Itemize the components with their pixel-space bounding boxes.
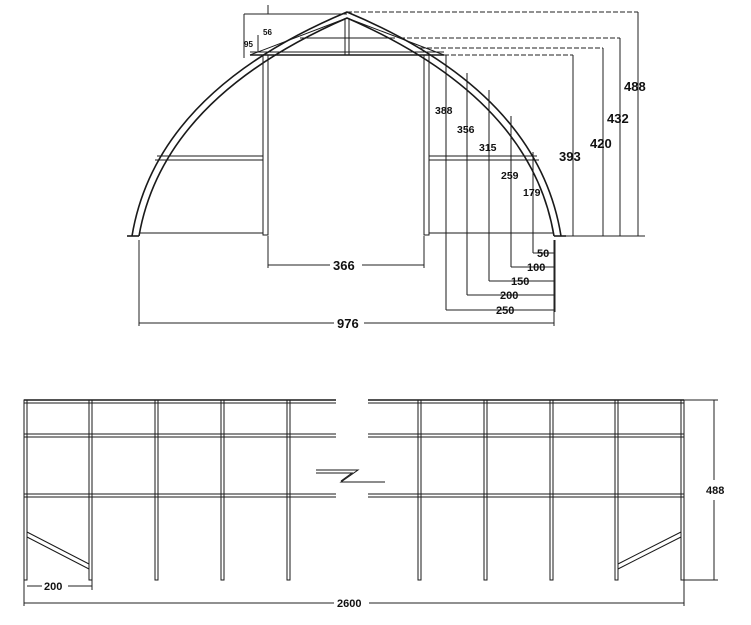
dim-393: 393 <box>559 149 581 164</box>
front-view: 95 56 488 432 420 393 388 356 315 259 17… <box>127 5 646 331</box>
rib-height-179: 179 <box>523 187 541 199</box>
dim-total-width: 976 <box>337 316 359 331</box>
dim-side-height: 488 <box>706 485 724 497</box>
rib-offset-100: 100 <box>527 262 545 274</box>
door-right-post <box>423 54 430 236</box>
rib-height-315: 315 <box>479 142 497 154</box>
dim-432: 432 <box>607 111 629 126</box>
inner-arch <box>138 17 555 237</box>
dim-488: 488 <box>624 79 646 94</box>
dim-total-length: 2600 <box>337 598 361 610</box>
dim-95: 95 <box>244 40 253 49</box>
dim-56: 56 <box>263 28 272 37</box>
rib-offset-200: 200 <box>500 290 518 302</box>
rib-height-356: 356 <box>457 124 475 136</box>
dim-door-width: 366 <box>333 258 355 273</box>
outer-arch <box>131 11 562 237</box>
dim-end-offset: 200 <box>44 581 62 593</box>
door-left-post <box>262 54 269 236</box>
rib-offset-50: 50 <box>537 248 549 260</box>
side-view: 488 200 2600 <box>23 399 724 610</box>
dim-420: 420 <box>590 136 612 151</box>
break-symbol <box>316 469 385 483</box>
rib-offset-250: 250 <box>496 305 514 317</box>
rib-height-259: 259 <box>501 170 519 182</box>
rib-height-388: 388 <box>435 105 453 117</box>
rib-offset-150: 150 <box>511 276 529 288</box>
